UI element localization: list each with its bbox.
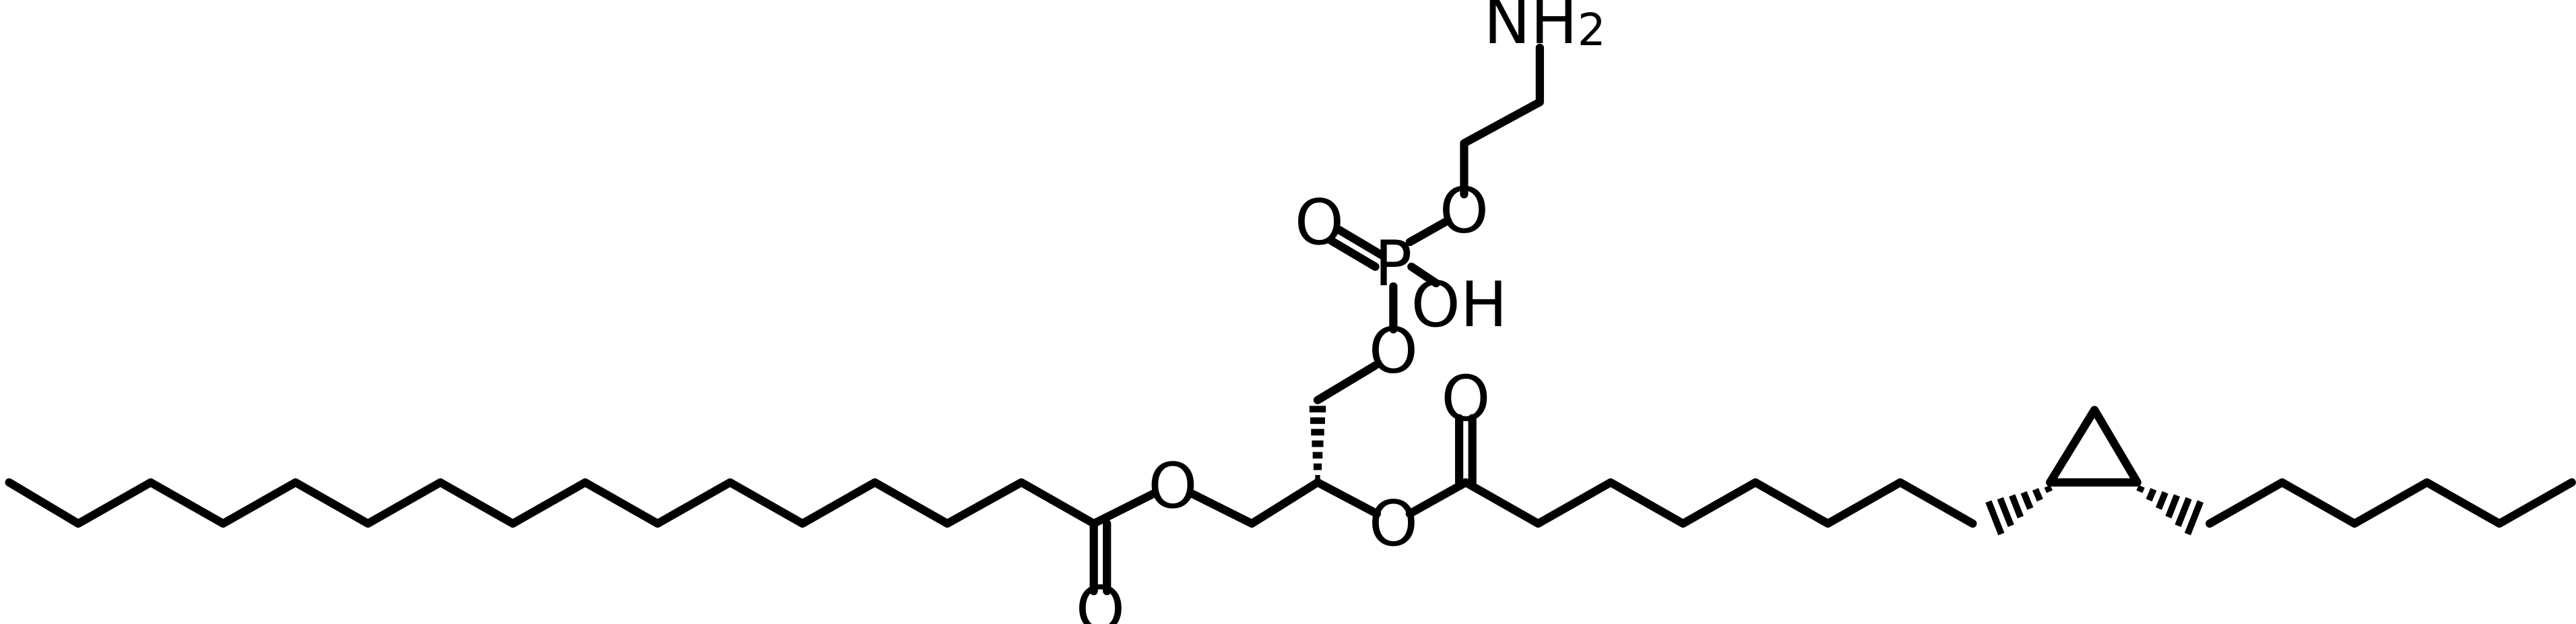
ester-bond-left <box>1089 489 1157 528</box>
hashed-wedge-cyclopropyl-left <box>1985 485 2053 536</box>
ester-bond-middle-o <box>1313 478 1382 518</box>
phosphoryl-bond-b <box>1333 224 1386 259</box>
palmitoyl-chain <box>5 478 1098 528</box>
phosphate-bond-oh <box>1407 262 1441 288</box>
phosphoryl-oxygen: O <box>1295 186 1344 259</box>
carbonyl-oxygen-left: O <box>1076 573 1125 624</box>
amine-label: NH2 <box>1484 0 1606 58</box>
amine-subscript: 2 <box>1578 3 1606 55</box>
atom-labels: NH2 O O O O O P O OH O <box>1076 0 1606 624</box>
ester-oxygen-middle: O <box>1369 487 1418 560</box>
glycerol-backbone <box>1188 478 1322 528</box>
phosphate-oxygen-ethyl: O <box>1440 175 1489 247</box>
carbonyl-oxygen-middle: O <box>1441 362 1490 435</box>
hashed-wedge-glycerol <box>1309 406 1326 482</box>
phosphorus-atom: P <box>1374 227 1412 300</box>
phosphoryl-bond-a <box>1326 236 1380 271</box>
phosphate-bond-ethyl-o <box>1405 216 1452 247</box>
bond-layer <box>5 43 2576 596</box>
hashed-wedge-cyclopropyl-right <box>2136 485 2204 536</box>
amine-main: NH <box>1484 0 1578 58</box>
cyclopropane-ring <box>2046 406 2142 487</box>
hexyl-chain <box>2205 478 2576 528</box>
hydroxyl-label: OH <box>1411 268 1508 341</box>
ethanolamine-chain <box>1460 43 1544 199</box>
glycerol-ch2-o <box>1313 361 1380 404</box>
phosphate-oxygen-glycerol: O <box>1369 314 1418 387</box>
dihydrosterculoyl-chain <box>1461 478 1977 528</box>
ester-oxygen-left: O <box>1148 449 1197 522</box>
ester-bond-middle-c <box>1405 478 1470 518</box>
